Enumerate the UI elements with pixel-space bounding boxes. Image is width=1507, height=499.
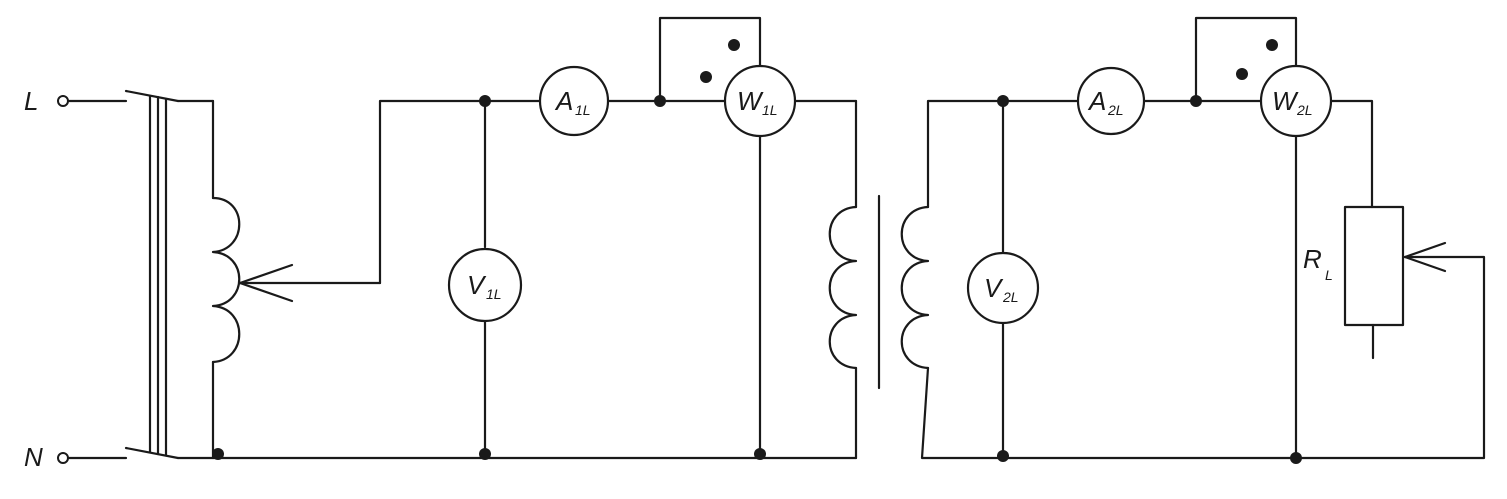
wattmeter-w1l: W 1L [723, 64, 797, 138]
terminal-n-label: N [24, 442, 43, 472]
load-wiper-arrow [1403, 241, 1447, 273]
terminal-n [57, 452, 69, 464]
w1-voltage-coil-wire [658, 16, 762, 103]
wattmeter-w2l-subscript: 2L [1296, 102, 1313, 118]
w1l-polarity-dot-current [700, 71, 712, 83]
voltmeter-v2l: V 2L [966, 251, 1040, 325]
variac-coil [211, 196, 241, 364]
ammeter-a2l-subscript: 2L [1107, 102, 1124, 118]
variac-core [124, 89, 180, 460]
terminal-l-label: L [24, 86, 38, 116]
variac-wiper-arrow [238, 263, 382, 303]
w1l-polarity-dot-voltage [728, 39, 740, 51]
junction-nodes [212, 95, 1302, 464]
ammeter-a2l: A 2L [1076, 66, 1146, 136]
load-rheostat [1343, 205, 1405, 327]
wattmeter-w2l-symbol: W [1272, 86, 1299, 116]
secondary-top-lead [926, 99, 1080, 209]
load-label-sub: L [1325, 267, 1333, 283]
voltmeter-v2l-symbol: V [984, 273, 1004, 303]
w2l-polarity-dot-voltage [1266, 39, 1278, 51]
w2-out-wire [1330, 99, 1374, 209]
wattmeter-w1l-subscript: 1L [762, 102, 778, 118]
voltmeter-v1l-symbol: V [467, 270, 487, 300]
wattmeter-w2l: W 2L [1259, 64, 1333, 138]
transformer-primary-coil [828, 205, 858, 370]
primary-feed-wire [378, 99, 542, 285]
ammeter-a1l-symbol: A [554, 86, 573, 116]
voltmeter-v2l-subscript: 2L [1002, 289, 1019, 305]
w2l-polarity-dot-current [1236, 68, 1248, 80]
ammeter-a1l: A 1L [538, 65, 610, 137]
terminal-l [57, 95, 69, 107]
voltmeter-v1l: V 1L [447, 247, 523, 323]
load-label: R [1303, 244, 1322, 274]
voltmeter-v1l-subscript: 1L [486, 286, 502, 302]
wattmeter-w1l-symbol: W [737, 86, 764, 116]
w2-voltage-coil-wire [1194, 16, 1298, 103]
ammeter-a2l-symbol: A [1087, 86, 1106, 116]
transformer-secondary-coil [900, 205, 930, 370]
ammeter-a1l-subscript: 1L [575, 102, 591, 118]
secondary-return-wire [920, 255, 1486, 460]
